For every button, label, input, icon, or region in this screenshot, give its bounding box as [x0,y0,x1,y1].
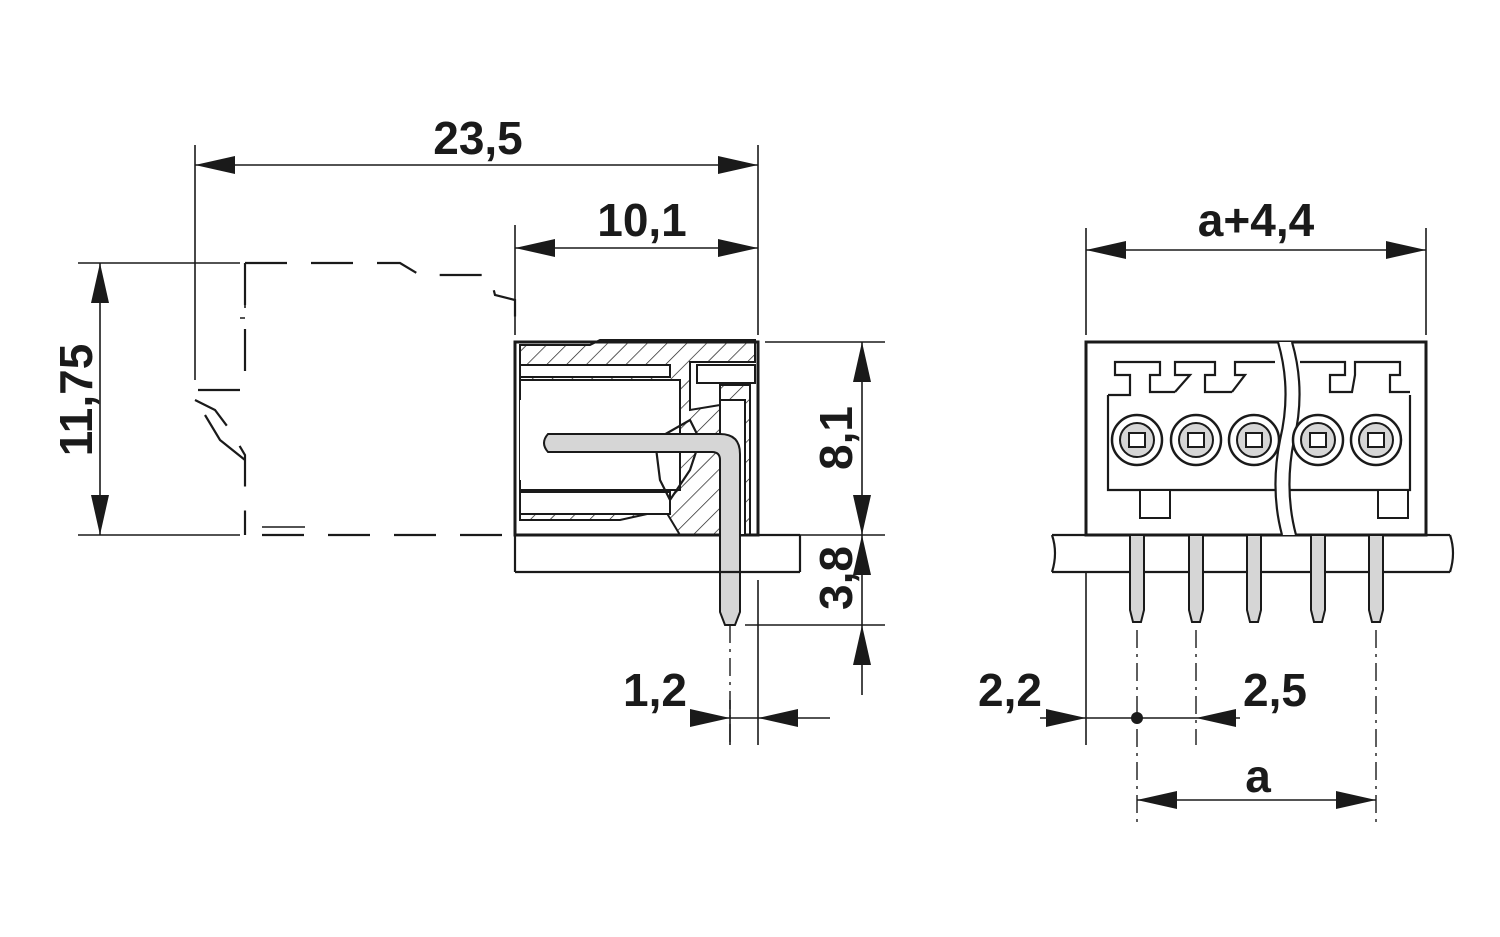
mating-plug-outline [194,261,517,537]
clamp-opening [1291,413,1345,467]
clamp-opening [1227,413,1281,467]
side-view: 23,5 10,1 11,75 [50,112,885,745]
pin [1246,534,1262,623]
dim-body-height-label: 8,1 [810,406,862,470]
dim-body-height: 8,1 3,8 [745,341,885,695]
front-view: a+4,4 2,2 2,5 a [978,194,1455,825]
pin [1310,534,1326,623]
dim-overall-height: 11,75 [50,262,240,536]
clamp-openings [1110,413,1403,467]
dim-pin-span-label: a [1245,750,1271,802]
pin [1368,534,1384,623]
pin [1129,534,1145,623]
clamp-opening [1169,413,1223,467]
dim-width: a+4,4 [1085,194,1427,335]
dim-overall-length: 23,5 [194,112,759,380]
clamp-opening [1110,413,1164,467]
dim-overall-length-label: 23,5 [433,112,523,164]
dim-edge-pitch: 2,2 2,5 [978,572,1307,745]
dim-width-label: a+4,4 [1198,194,1315,246]
front-pins [1129,534,1384,825]
dim-overall-height-label: 11,75 [50,344,102,457]
dim-pin-offset: 1,2 [623,580,830,745]
dim-pin-length-label: 3,8 [810,546,862,610]
dim-pin-offset-label: 1,2 [623,664,687,716]
dim-body-depth-label: 10,1 [597,194,687,246]
dim-edge-offset-label: 2,2 [978,664,1042,716]
bent-pin [543,433,741,626]
dim-pitch-label: 2,5 [1243,664,1307,716]
dim-pin-span: a [1137,750,1376,809]
pcb-side [513,533,802,574]
dim-body-depth: 10,1 [514,194,758,335]
pin [1188,534,1204,623]
clamp-opening [1349,413,1403,467]
